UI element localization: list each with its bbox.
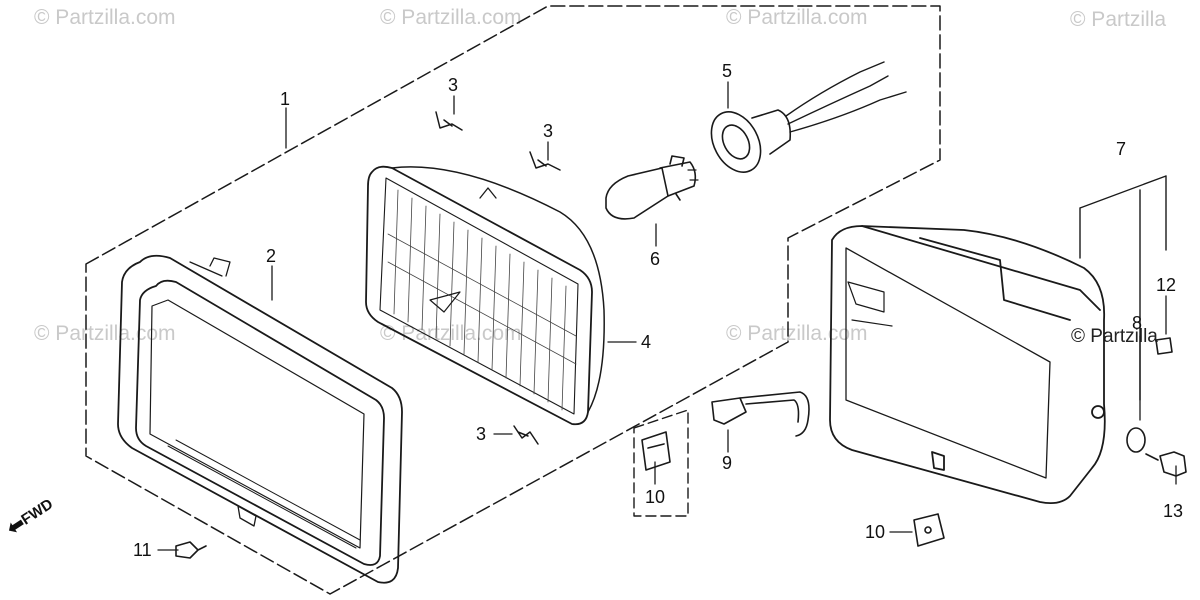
callout-11: 11	[133, 540, 152, 560]
watermark: © Partzilla	[1071, 326, 1158, 347]
callout-5: 5	[722, 61, 733, 81]
watermark: © Partzilla.com	[726, 322, 868, 345]
callout-1: 1	[280, 89, 291, 109]
clip	[435, 111, 561, 445]
headlight-case	[829, 225, 1106, 505]
watermark: © Partzilla.com	[380, 6, 522, 29]
part-7-bracket	[1079, 175, 1167, 401]
callout-6: 6	[650, 249, 661, 269]
clip-nut	[641, 431, 945, 547]
callout-4: 4	[641, 332, 652, 352]
callout-10: 10	[645, 487, 666, 507]
sealed-beam-lens	[365, 165, 605, 426]
bulb	[605, 155, 699, 220]
callout-9: 9	[722, 453, 733, 473]
callout-12: 12	[1156, 275, 1177, 295]
leader-lines	[157, 81, 1177, 551]
assembly-outline	[85, 5, 941, 595]
watermark: © Partzilla	[1070, 8, 1166, 31]
wire-clamp	[711, 391, 810, 437]
callout-3: 3	[476, 424, 487, 444]
watermark: © Partzilla.com	[726, 6, 868, 29]
callout-8: 8	[1132, 313, 1143, 333]
callout-10: 10	[865, 522, 886, 542]
rim	[117, 254, 403, 584]
callout-7: 7	[1116, 139, 1127, 159]
small-hardware	[175, 337, 1187, 559]
callout-3: 3	[448, 75, 459, 95]
watermark: © Partzilla.com	[34, 322, 176, 345]
bulb-socket	[710, 61, 907, 173]
callout-2: 2	[266, 246, 277, 266]
part-10-frame	[633, 409, 689, 517]
watermark: © Partzilla.com	[34, 6, 176, 29]
callout-13: 13	[1163, 501, 1184, 521]
callout-3: 3	[543, 121, 554, 141]
